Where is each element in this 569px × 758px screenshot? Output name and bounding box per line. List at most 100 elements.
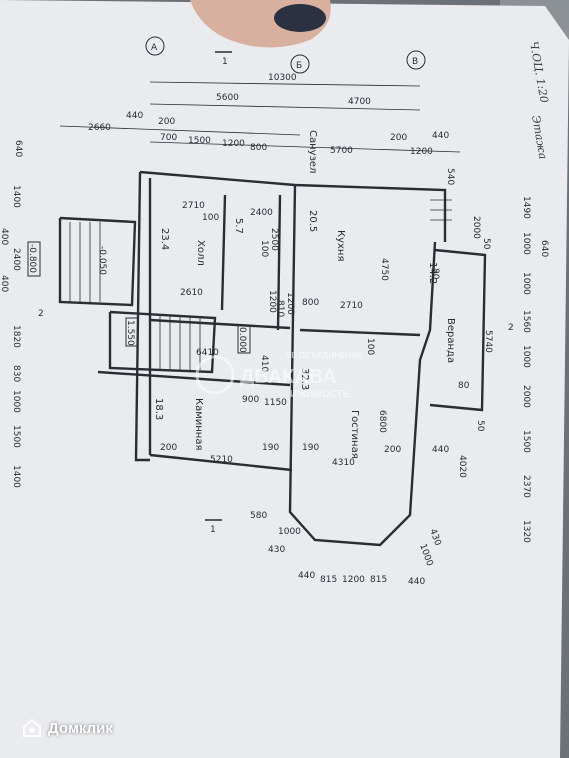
svg-text:100: 100 xyxy=(365,338,375,355)
area-hall: 23.4 xyxy=(159,228,170,250)
svg-text:815: 815 xyxy=(320,575,337,585)
axis-a: А xyxy=(151,43,158,53)
dim-800: 800 xyxy=(250,143,267,153)
svg-text:440: 440 xyxy=(432,445,449,455)
svg-text:1000: 1000 xyxy=(278,527,301,537)
left-dims: 640 1400 2400 400 400 1820 830 1000 1500… xyxy=(0,140,23,488)
dim-1200-top-right: 1200 xyxy=(410,147,433,157)
svg-text:5740: 5740 xyxy=(483,330,493,353)
svg-text:830: 830 xyxy=(11,365,21,382)
svg-text:1150: 1150 xyxy=(264,398,287,408)
svg-text:200: 200 xyxy=(384,445,401,455)
axis-b: Б xyxy=(296,61,302,71)
svg-text:2000: 2000 xyxy=(471,216,481,239)
svg-text:580: 580 xyxy=(250,511,267,521)
dim-5700: 5700 xyxy=(330,146,353,156)
svg-text:1560: 1560 xyxy=(521,310,531,333)
svg-text:-0.050: -0.050 xyxy=(97,246,107,275)
svg-text:2400: 2400 xyxy=(11,248,21,271)
dim-440-top-right: 440 xyxy=(432,131,449,141)
section-2-left: 2 xyxy=(38,309,44,319)
dim-200-top: 200 xyxy=(158,117,175,127)
svg-text:1400: 1400 xyxy=(11,185,21,208)
svg-text:ДВАКАВА: ДВАКАВА xyxy=(240,366,337,388)
dim-5600: 5600 xyxy=(216,93,239,103)
svg-text:640: 640 xyxy=(13,140,23,157)
svg-text:-0.800: -0.800 xyxy=(27,244,37,273)
svg-text:815: 815 xyxy=(370,575,387,585)
stairs xyxy=(69,199,452,370)
axis-v: В xyxy=(412,57,418,67)
svg-text:900: 900 xyxy=(242,395,259,405)
area-fireplace: 18.3 xyxy=(153,398,164,420)
svg-text:440: 440 xyxy=(408,577,425,587)
svg-text:4310: 4310 xyxy=(332,458,355,468)
area-kitchen: 20.5 xyxy=(307,210,318,232)
section-marks: 1 1 2 2 xyxy=(38,51,514,535)
svg-text:2400: 2400 xyxy=(250,208,273,218)
svg-text:1320: 1320 xyxy=(521,520,531,543)
svg-text:1500: 1500 xyxy=(11,425,21,448)
svg-text:50: 50 xyxy=(475,420,485,432)
area-bathroom: 5.7 xyxy=(233,218,244,234)
dim-1500: 1500 xyxy=(188,136,211,146)
svg-text:400: 400 xyxy=(0,275,9,292)
dim-10300: 10300 xyxy=(268,73,297,83)
svg-text:1500: 1500 xyxy=(521,430,531,453)
svg-text:1.550: 1.550 xyxy=(125,320,135,346)
svg-text:810: 810 xyxy=(275,300,285,317)
svg-text:4020: 4020 xyxy=(457,455,467,478)
room-living: Гостиная xyxy=(349,410,360,459)
walls xyxy=(58,170,487,547)
svg-text:640: 640 xyxy=(539,240,549,257)
room-bathroom: Санузел xyxy=(307,130,318,173)
dim-4700: 4700 xyxy=(348,97,371,107)
svg-text:2610: 2610 xyxy=(180,288,203,298)
svg-text:190: 190 xyxy=(262,443,279,453)
svg-text:410: 410 xyxy=(259,355,269,372)
section-1-top: 1 xyxy=(222,57,228,67)
room-hall: Холл xyxy=(195,240,206,266)
brand-name: Домклик xyxy=(48,719,113,737)
svg-text:1000: 1000 xyxy=(11,390,21,413)
dim-200-top-right: 200 xyxy=(390,133,407,143)
dim-440-top: 440 xyxy=(126,111,143,121)
svg-text:1000: 1000 xyxy=(521,345,531,368)
svg-text:100: 100 xyxy=(259,240,269,257)
svg-text:800: 800 xyxy=(302,298,319,308)
room-veranda: Веранда xyxy=(445,318,456,363)
svg-text:6410: 6410 xyxy=(196,348,219,358)
svg-text:2370: 2370 xyxy=(521,475,531,498)
section-1-bottom: 1 xyxy=(210,525,216,535)
svg-text:200: 200 xyxy=(160,443,177,453)
dim-700: 700 xyxy=(160,133,177,143)
svg-text:4750: 4750 xyxy=(379,258,389,281)
svg-text:100: 100 xyxy=(202,213,219,223)
room-kitchen: Кухня xyxy=(335,230,346,262)
svg-text:1000: 1000 xyxy=(521,272,531,295)
svg-text:190: 190 xyxy=(302,443,319,453)
right-dims: 640 1490 1000 1000 1560 1000 2000 1500 2… xyxy=(521,196,549,543)
level-marks: -0.800 -0.050 0.000 1.550 xyxy=(27,241,251,354)
domclick-logo: Домклик xyxy=(22,718,113,738)
svg-text:1200: 1200 xyxy=(267,290,277,313)
dim-2660: 2660 xyxy=(88,123,111,133)
svg-text:5210: 5210 xyxy=(210,455,233,465)
svg-text:1000: 1000 xyxy=(521,232,531,255)
svg-text:ИЖИМОСТЬ: ИЖИМОСТЬ xyxy=(290,389,350,400)
watermark: ОЕ ОБЪЕДИНЕНИЕ ДВАКАВА ИЖИМОСТЬ xyxy=(195,351,363,400)
svg-text:540: 540 xyxy=(445,168,455,185)
svg-text:400: 400 xyxy=(0,228,9,245)
room-fireplace: Каминная xyxy=(193,398,204,451)
room-labels: Кухня 20.5 Холл 23.4 Санузел 5.7 Веранда… xyxy=(153,130,456,459)
svg-text:1490: 1490 xyxy=(521,196,531,219)
dim-1200: 1200 xyxy=(222,139,245,149)
svg-text:80: 80 xyxy=(458,381,470,391)
svg-text:0.000: 0.000 xyxy=(237,327,247,353)
svg-text:1820: 1820 xyxy=(11,325,21,348)
area-veranda: 14.2 xyxy=(427,262,438,284)
svg-text:2500: 2500 xyxy=(269,228,279,251)
svg-text:1200: 1200 xyxy=(342,575,365,585)
axis-marks: А Б В xyxy=(145,36,426,74)
